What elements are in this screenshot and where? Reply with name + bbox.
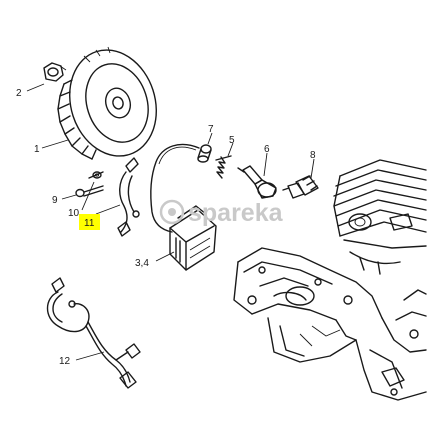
leader-3-4 [155,251,175,262]
part-1-flywheel[interactable] [56,39,169,168]
watermark-logo-icon [159,199,185,225]
leader-12 [75,351,105,361]
part-9-screw[interactable] [75,185,104,198]
leader-11 [95,204,121,215]
label-6: 6 [264,144,270,155]
part-12-harness[interactable] [46,277,141,389]
part-11-wire[interactable] [117,157,140,237]
part-8-spark-plug[interactable] [282,175,319,199]
part-5-spring[interactable] [215,155,232,179]
engine-block [233,159,427,401]
part-7-cap[interactable] [197,144,212,163]
label-9: 9 [52,195,58,206]
ignition-cable[interactable] [150,143,200,233]
leader-7 [207,132,213,145]
part-2-nut[interactable] [43,62,67,82]
leader-9 [61,194,77,200]
label-12: 12 [59,356,71,367]
label-11[interactable]: 11 [84,218,95,229]
label-5: 5 [229,135,235,146]
label-1: 1 [34,144,40,155]
leader-6 [263,152,268,177]
leader-8 [310,158,315,179]
label-7: 7 [208,124,214,135]
leader-1 [41,139,69,149]
watermark-text: spareka [188,199,284,227]
label-11-highlight [79,214,100,230]
leader-5 [227,142,234,157]
part-10-washer[interactable] [88,171,104,179]
label-8: 8 [310,150,316,161]
leader-10 [81,181,95,211]
label-3-4: 3,4 [135,258,149,269]
part-6-boot[interactable] [237,165,277,199]
label-10: 10 [68,208,80,219]
label-2: 2 [16,88,22,99]
leader-2 [26,83,45,92]
